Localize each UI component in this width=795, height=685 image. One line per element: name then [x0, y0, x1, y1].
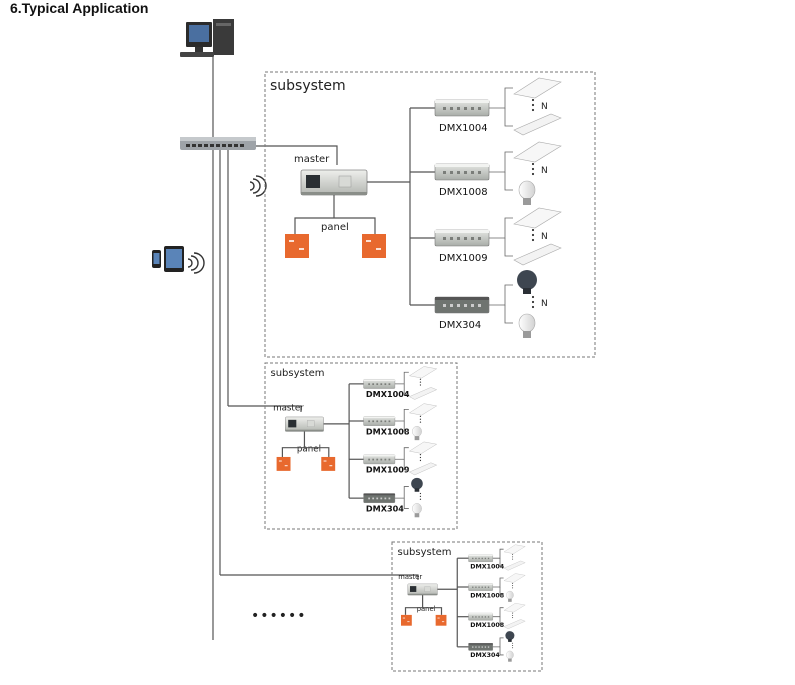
light-fixtures: [503, 573, 526, 602]
light-count-label: N: [541, 102, 548, 112]
wall-panel: [362, 234, 386, 258]
light-fixtures: [408, 403, 438, 441]
light-fixtures: [513, 77, 562, 136]
master-label: master: [398, 573, 422, 581]
section-title: 6.Typical Application: [10, 0, 149, 16]
light-fixtures: [408, 366, 438, 400]
subsystem-2: subsystem master panel DMX1004DMX1008DMX100…: [264, 362, 458, 530]
more-subsystems-ellipsis: ••••••: [251, 608, 307, 624]
dmx-module: [434, 229, 490, 247]
wall-panel: [435, 614, 447, 626]
wireless-signal-icon: [187, 252, 205, 274]
dmx-module: [363, 454, 396, 465]
subsystem-frame: [264, 362, 458, 530]
dmx-module-label: DMX1004: [439, 123, 488, 134]
light-count-label: N: [541, 299, 548, 309]
wall-panel: [401, 614, 412, 626]
dmx-module: [363, 416, 396, 426]
dmx-module: [468, 612, 493, 621]
mobile-devices-icon: [152, 246, 184, 272]
wall-panel: [285, 234, 309, 258]
subsystem-label: subsystem: [271, 368, 325, 379]
subsystem-3: subsystemmasterpanelDMX1004DMX1008DMX100…: [391, 541, 543, 672]
network-trunk-lines: [212, 57, 419, 640]
dmx-module-label: DMX1008: [366, 426, 410, 436]
master-label: master: [294, 154, 330, 165]
light-fixtures: [411, 477, 423, 518]
subsystem-frame: [391, 541, 543, 672]
master-controller: [300, 169, 368, 196]
dmx-module-label: DMX1008: [470, 592, 504, 599]
dmx-module-label: DMX304: [470, 652, 500, 659]
wall-panel: [321, 456, 336, 471]
subsystem-frame: [264, 71, 596, 358]
panel-label: panel: [321, 222, 349, 233]
master-controller: [285, 416, 324, 432]
panel-label: panel: [297, 445, 321, 455]
dmx-module: [468, 643, 493, 651]
dmx-module: [434, 163, 490, 181]
subsystem-label: subsystem: [270, 78, 346, 94]
desktop-computer-icon: [180, 19, 234, 57]
dmx-module-label: DMX1009: [439, 253, 488, 264]
dmx-module-label: DMX1004: [366, 389, 410, 399]
panel-label: panel: [417, 605, 436, 613]
light-fixtures: [513, 207, 562, 266]
dmx-module-label: DMX304: [366, 503, 404, 513]
light-fixtures: [408, 441, 438, 476]
dmx-module: [363, 493, 396, 503]
dmx-module-label: DMX304: [439, 320, 481, 331]
dmx-module-label: DMX1008: [470, 622, 504, 629]
wireless-signal-icon: [249, 175, 267, 197]
dmx-module: [434, 296, 490, 314]
light-fixtures: [513, 141, 562, 205]
master-label: master: [273, 404, 304, 414]
dmx-module: [434, 99, 490, 117]
dmx-module: [468, 583, 493, 591]
wall-panel: [276, 456, 291, 471]
light-count-label: N: [541, 166, 548, 176]
master-controller: [407, 583, 438, 596]
dmx-module-label: DMX1008: [439, 187, 488, 198]
subsystem-label: subsystem: [398, 547, 452, 558]
light-fixtures: [503, 603, 526, 630]
dmx-module: [363, 379, 396, 389]
light-fixtures: [505, 631, 515, 662]
light-fixtures: [517, 270, 537, 338]
light-count-label: N: [541, 232, 548, 242]
subsystem-1: subsystemmasterpanelDMX1004NDMX1008NDMX1…: [264, 71, 596, 358]
network-switch-icon: [180, 137, 256, 150]
dmx-module: [468, 554, 493, 562]
light-fixtures: [503, 544, 526, 571]
dmx-module-label: DMX1004: [470, 564, 504, 571]
dmx-module-label: DMX1009: [366, 465, 410, 475]
